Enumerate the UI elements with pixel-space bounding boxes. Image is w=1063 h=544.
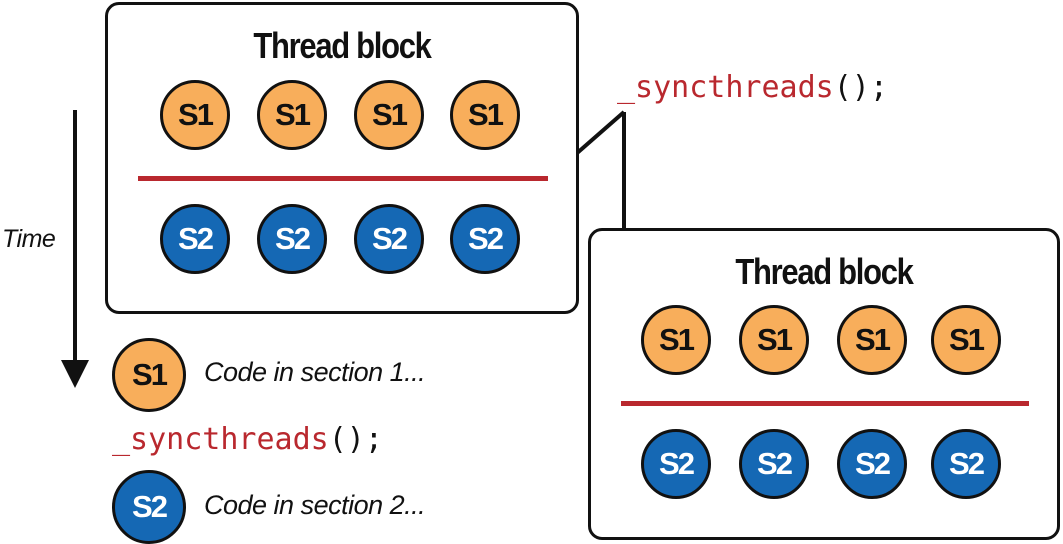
legend-syncthreads-suffix: ();	[328, 422, 383, 457]
sync-barrier-1	[138, 176, 548, 181]
s1-thread: S1	[450, 80, 520, 150]
legend-s1-text: Code in section 1...	[204, 357, 426, 387]
s1-thread: S1	[354, 80, 424, 150]
s2-thread: S2	[739, 429, 809, 499]
syncthreads-suffix: ();	[833, 70, 888, 105]
thread-block-title: Thread block	[735, 251, 914, 292]
time-label: Time	[2, 225, 56, 253]
legend-syncthreads-fn: _syncthreads	[112, 422, 329, 457]
s2-thread: S2	[257, 204, 327, 274]
legend-s1-badge: S1	[112, 338, 186, 412]
legend-syncthreads: _syncthreads();	[112, 422, 383, 457]
sync-barrier-2	[621, 401, 1029, 406]
thread-block-title: Thread block	[253, 25, 432, 66]
s1-thread: S1	[739, 305, 809, 375]
s1-thread: S1	[257, 80, 327, 150]
syncthreads-call: _syncthreads();	[617, 70, 888, 105]
syncthreads-fn: _syncthreads	[617, 70, 834, 105]
s2-thread: S2	[837, 429, 907, 499]
legend-s2-text: Code in section 2...	[204, 490, 426, 520]
s2-thread: S2	[450, 204, 520, 274]
s2-thread: S2	[160, 204, 230, 274]
s1-thread: S1	[837, 305, 907, 375]
s1-thread: S1	[931, 305, 1001, 375]
s2-thread: S2	[641, 429, 711, 499]
s1-thread: S1	[160, 80, 230, 150]
s2-thread: S2	[354, 204, 424, 274]
s2-thread: S2	[931, 429, 1001, 499]
legend-s2-badge: S2	[112, 470, 186, 544]
time-arrow-head	[61, 360, 89, 388]
s1-thread: S1	[641, 305, 711, 375]
